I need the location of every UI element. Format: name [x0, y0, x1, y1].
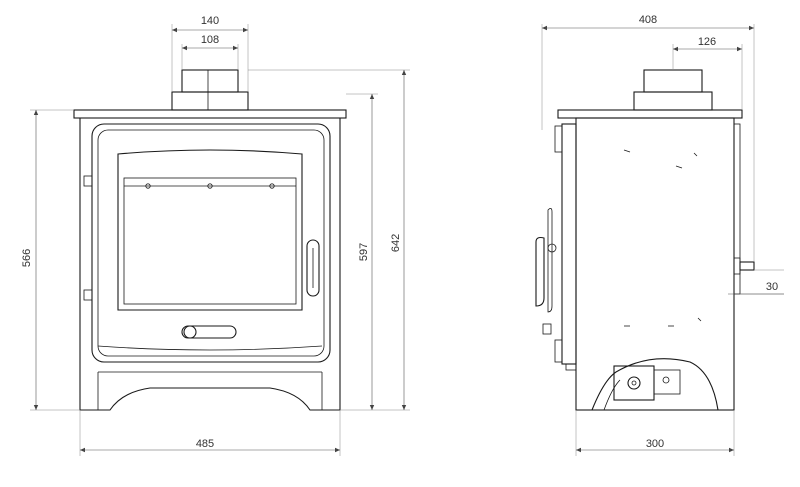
side-flue-collar [633, 69, 713, 111]
dim-rear-outlet-height: 30 [728, 269, 784, 295]
dim-label-566: 566 [21, 249, 33, 267]
front-view: 140 108 485 566 597 [21, 15, 410, 456]
front-base-arch [97, 371, 323, 410]
front-stove-body [79, 117, 341, 411]
side-top-plate [557, 109, 743, 119]
dim-label-30: 30 [766, 281, 778, 293]
dim-overall-depth: 408 [541, 14, 755, 262]
dim-label-300: 300 [646, 438, 664, 450]
dim-body-height: 566 [21, 109, 80, 411]
front-glass-panel [117, 149, 303, 311]
dim-flue-outer-width: 140 [171, 15, 249, 92]
front-door [91, 123, 331, 363]
side-base-arch [591, 358, 719, 411]
front-hinge-top [83, 175, 93, 187]
dim-base-depth: 300 [575, 410, 735, 456]
side-rear-knob[interactable] [733, 257, 755, 275]
side-stove-body [575, 117, 735, 411]
side-air-control[interactable] [542, 323, 552, 335]
dim-label-485: 485 [196, 438, 214, 450]
dim-label-642: 642 [390, 234, 402, 252]
dim-label-140: 140 [201, 15, 219, 27]
side-view: 408 126 300 30 [535, 14, 784, 456]
front-hinge-bottom [83, 289, 93, 301]
side-rear-panel [733, 123, 741, 295]
dim-height-to-flue: 642 [248, 69, 410, 411]
dim-body-width: 485 [79, 410, 341, 456]
front-air-control[interactable] [181, 325, 237, 339]
dim-label-597: 597 [358, 243, 370, 261]
dim-flue-inner-width: 108 [181, 34, 239, 70]
side-panel-rivets [623, 149, 702, 327]
front-flue-collar [171, 69, 249, 111]
side-door-handle[interactable] [535, 236, 557, 307]
dim-label-126: 126 [698, 36, 716, 48]
front-door-handle[interactable] [306, 239, 320, 297]
dim-height-to-top: 597 [340, 93, 378, 411]
dim-label-408: 408 [639, 14, 657, 26]
front-top-plate [73, 109, 347, 119]
dim-flue-offset: 126 [672, 36, 743, 110]
dim-label-108: 108 [201, 34, 219, 46]
